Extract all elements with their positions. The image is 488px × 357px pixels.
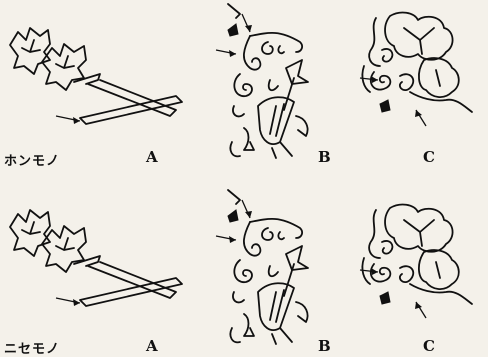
- counterfeit-panel-b-label: B: [318, 337, 331, 355]
- counterfeit-row-label: ニセモノ: [4, 338, 60, 357]
- genuine-row-label: ホンモノ: [4, 150, 60, 169]
- counterfeit-panel-c-drawing: [360, 205, 472, 318]
- genuine-panel-c-label: C: [423, 148, 435, 166]
- counterfeit-panel-c-label: C: [423, 337, 435, 355]
- counterfeit-panel-b-drawing: [216, 190, 308, 344]
- counterfeit-panel-a-label: A: [146, 337, 158, 355]
- counterfeit-panel-a-drawing: [10, 210, 182, 306]
- genuine-panel-a-drawing: [10, 28, 182, 124]
- genuine-row: [10, 4, 472, 158]
- genuine-panel-b-drawing: [216, 4, 308, 158]
- genuine-panel-c-drawing: [360, 13, 472, 126]
- counterfeit-row: [10, 190, 472, 344]
- genuine-panel-b-label: B: [318, 148, 331, 166]
- genuine-panel-a-label: A: [146, 148, 158, 166]
